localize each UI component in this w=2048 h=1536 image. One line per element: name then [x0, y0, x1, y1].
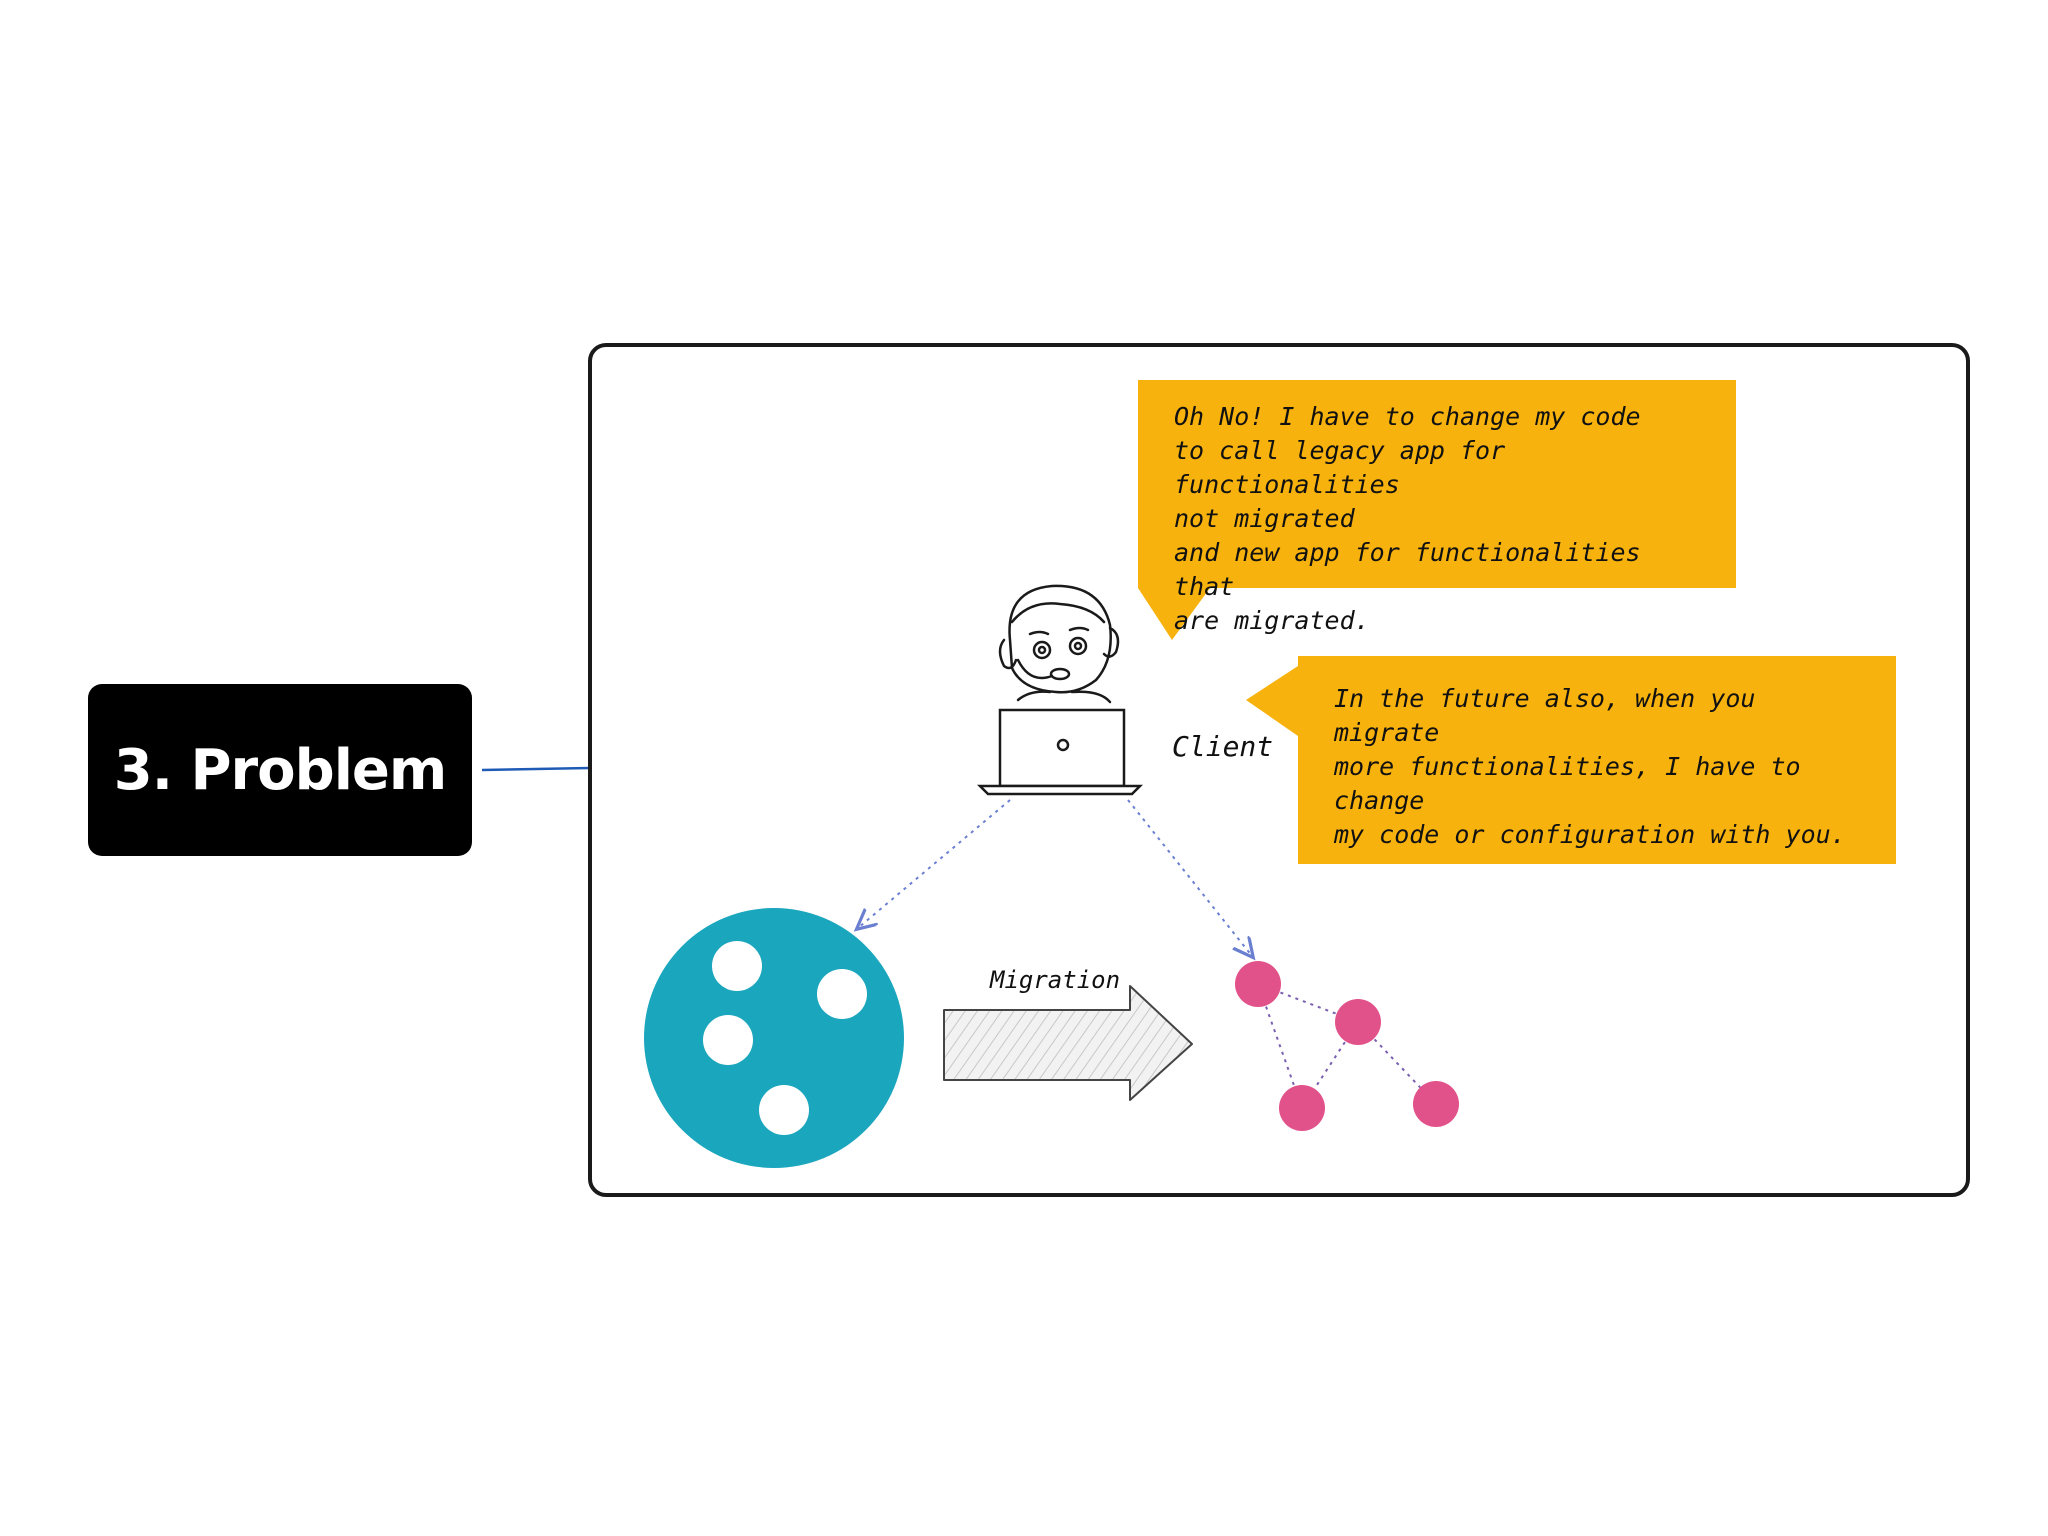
speech-note-right: In the future also, when you migrate mor…	[1298, 656, 1896, 864]
topic-node-problem[interactable]: 3. Problem	[88, 684, 472, 856]
monolith-circle-icon	[644, 908, 904, 1168]
arrow-right-icon	[943, 985, 1193, 1101]
laptop-icon	[976, 708, 1144, 796]
topic-title: 3. Problem	[113, 737, 447, 803]
arrow-to-new-app	[1127, 799, 1252, 956]
microservices-graph-icon	[1235, 961, 1459, 1131]
connector-line	[481, 766, 591, 772]
speech-note-top: Oh No! I have to change my code to call …	[1138, 380, 1736, 635]
note-top-tail	[1138, 588, 1210, 640]
arrow-to-legacy-app	[858, 799, 1011, 928]
client-label: Client	[1172, 730, 1274, 763]
person-with-headset-icon	[998, 584, 1120, 704]
note-right-tail	[1246, 666, 1298, 736]
migration-label: Migration	[990, 966, 1121, 994]
